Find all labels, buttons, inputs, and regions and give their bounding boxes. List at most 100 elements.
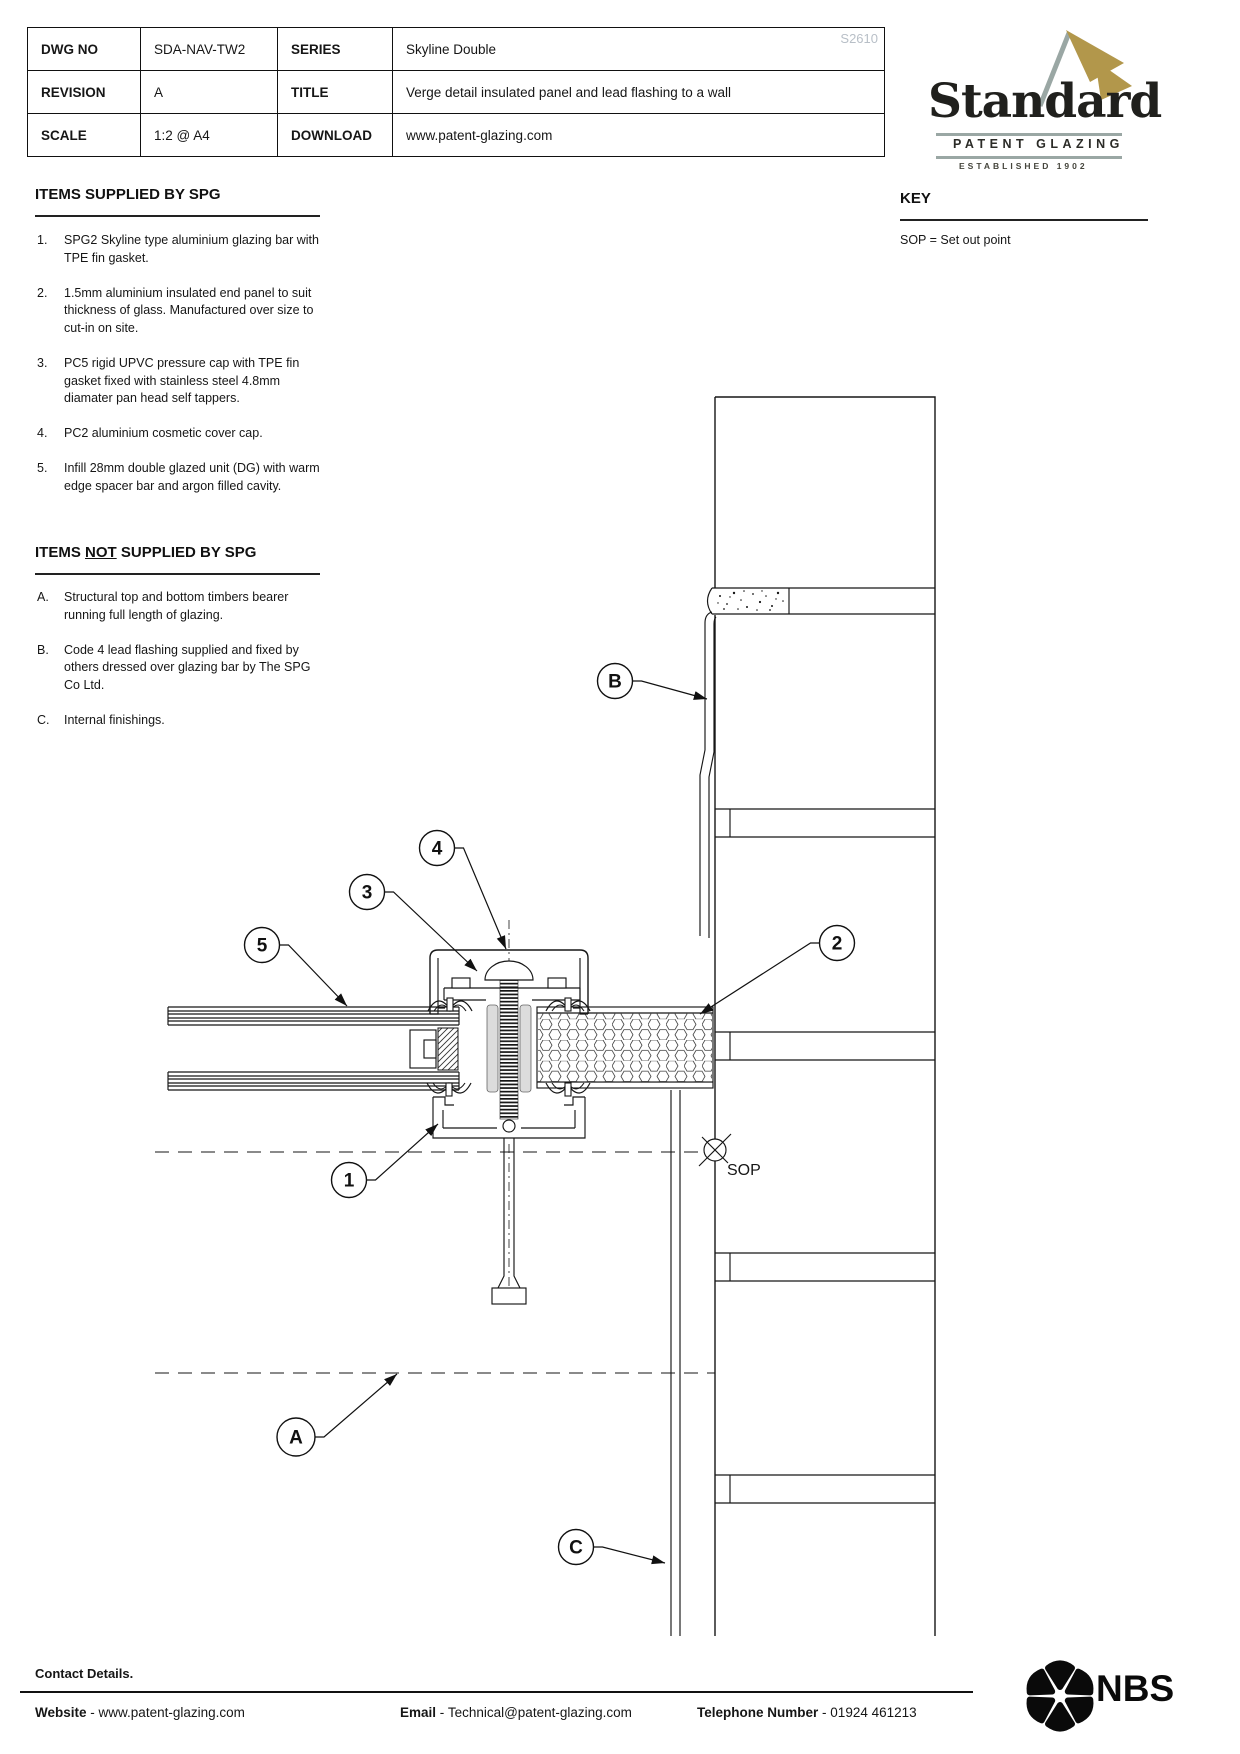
- svg-text:A: A: [289, 1428, 303, 1449]
- fixing-screw: [499, 920, 519, 1133]
- phone-label: Telephone Number: [697, 1705, 819, 1720]
- download-label: DOWNLOAD: [277, 113, 393, 157]
- sheet-code-watermark: S2610: [840, 31, 878, 46]
- callout-balloon-3: 3: [348, 873, 478, 972]
- dash: -: [439, 1705, 445, 1720]
- item-text: SPG2 Skyline type aluminium glazing bar …: [64, 233, 319, 265]
- contact-details-heading: Contact Details.: [35, 1666, 134, 1681]
- callout-balloon-5: 5: [243, 926, 348, 1007]
- revision-label: REVISION: [27, 70, 141, 114]
- item-num: 1.: [37, 233, 48, 247]
- item-text: Structural top and bottom timbers bearer…: [64, 590, 289, 622]
- dwg-no-label: DWG NO: [27, 27, 141, 71]
- svg-text:C: C: [569, 1538, 583, 1559]
- revision-value: A: [140, 70, 278, 114]
- callout-balloon-4: 4: [418, 829, 507, 950]
- email-label: Email: [400, 1705, 437, 1720]
- list-item: 5. Infill 28mm double glazed unit (DG) w…: [37, 460, 337, 496]
- svg-text:4: 4: [432, 839, 443, 860]
- item-text: Code 4 lead flashing supplied and fixed …: [64, 642, 311, 693]
- callout-balloon-1: 1: [330, 1123, 439, 1199]
- items-not-supplied-rule: [35, 573, 320, 575]
- download-value: www.patent-glazing.com: [392, 113, 885, 157]
- dwg-no-value: SDA-NAV-TW2: [140, 27, 278, 71]
- list-item: 3. PC5 rigid UPVC pressure cap with TPE …: [37, 355, 337, 408]
- setting-block-left: [486, 1004, 499, 1093]
- footer-rule: [20, 1691, 973, 1693]
- item-text: Internal finishings.: [64, 712, 165, 727]
- mortar-stipple: [717, 590, 784, 611]
- series-label: SERIES: [277, 27, 393, 71]
- brand-rule-top: [936, 133, 1122, 136]
- item-num: 2.: [37, 285, 48, 300]
- dash: -: [90, 1705, 95, 1720]
- email-value: Technical@patent-glazing.com: [447, 1705, 632, 1720]
- callout-balloon-2: 2: [699, 924, 856, 1015]
- website-label: Website: [35, 1705, 87, 1720]
- items-not-supplied-list: A. Structural top and bottom timbers bea…: [37, 589, 337, 747]
- heading-not: NOT: [85, 544, 117, 561]
- heading-pre: ITEMS: [35, 544, 86, 561]
- sop-label: SOP: [727, 1162, 761, 1179]
- dash: -: [822, 1705, 827, 1720]
- svg-text:B: B: [608, 672, 622, 693]
- insulated-panel: [536, 1006, 714, 1089]
- nbs-wordmark: NBS: [1096, 1668, 1175, 1709]
- footer-email: Email - Technical@patent-glazing.com: [400, 1705, 632, 1720]
- items-supplied-rule: [35, 215, 320, 217]
- item-num: 3.: [37, 355, 48, 370]
- item-num: B.: [37, 642, 49, 657]
- scale-label: SCALE: [27, 113, 141, 157]
- list-item: A. Structural top and bottom timbers bea…: [37, 589, 337, 625]
- phone-value: 01924 461213: [830, 1705, 917, 1720]
- brand-rule-bottom: [936, 156, 1122, 159]
- item-text: 1.5mm aluminium insulated end panel to s…: [64, 285, 314, 336]
- list-item: C. Internal finishings.: [37, 712, 337, 730]
- lead-flashing: [699, 611, 717, 938]
- item-text: PC2 aluminium cosmetic cover cap.: [64, 426, 263, 440]
- list-item: 2. 1.5mm aluminium insulated end panel t…: [37, 285, 337, 338]
- items-supplied-list: 1. SPG2 Skyline type aluminium glazing b…: [37, 232, 337, 512]
- list-item: B. Code 4 lead flashing supplied and fix…: [37, 642, 337, 695]
- item-num: 5.: [37, 460, 48, 475]
- setting-block-right: [519, 1004, 532, 1093]
- brand-tagline: PATENT GLAZING: [953, 137, 1124, 151]
- item-num: A.: [37, 590, 49, 604]
- internal-finish-lines: [670, 1090, 681, 1636]
- key-entry: SOP = Set out point: [900, 233, 1011, 247]
- title-value: Verge detail insulated panel and lead fl…: [392, 70, 885, 114]
- footer-phone: Telephone Number - 01924 461213: [697, 1705, 917, 1720]
- callout-balloon-A: A: [276, 1373, 398, 1457]
- brand-name: Standard: [928, 74, 1162, 129]
- key-rule: [900, 219, 1148, 221]
- footer-website: Website - www.patent-glazing.com: [35, 1705, 245, 1720]
- series-value: Skyline Double: [392, 27, 885, 71]
- nbs-flower-icon: [1026, 1660, 1094, 1732]
- svg-text:3: 3: [362, 883, 373, 904]
- items-not-supplied-heading: ITEMS NOT SUPPLIED BY SPG: [35, 544, 256, 561]
- nbs-logo: NBS: [1012, 1652, 1212, 1742]
- item-text: PC5 rigid UPVC pressure cap with TPE fin…: [64, 355, 300, 406]
- list-item: 1. SPG2 Skyline type aluminium glazing b…: [37, 232, 337, 268]
- items-supplied-heading: ITEMS SUPPLIED BY SPG: [35, 186, 221, 203]
- double-glazed-unit: [167, 1006, 460, 1091]
- item-text: Infill 28mm double glazed unit (DG) with…: [64, 460, 320, 493]
- svg-text:1: 1: [344, 1171, 355, 1192]
- callout-balloon-B: B: [596, 662, 708, 700]
- brand-established: ESTABLISHED 1902: [959, 161, 1088, 171]
- svg-text:2: 2: [832, 934, 843, 955]
- key-heading: KEY: [900, 190, 931, 207]
- company-logo: Standard PATENT GLAZING ESTABLISHED 1902: [820, 18, 1162, 178]
- scale-value: 1:2 @ A4: [140, 113, 278, 157]
- svg-text:5: 5: [257, 936, 268, 957]
- callout-balloon-C: C: [557, 1528, 666, 1566]
- pressure-and-cover-cap: [429, 949, 589, 1015]
- item-num: 4.: [37, 426, 48, 440]
- heading-post: SUPPLIED BY SPG: [116, 544, 257, 561]
- flag-icon: [1037, 30, 1132, 107]
- glazing-bar-body: [432, 1096, 586, 1305]
- title-label: TITLE: [277, 70, 393, 114]
- item-num: C.: [37, 712, 50, 727]
